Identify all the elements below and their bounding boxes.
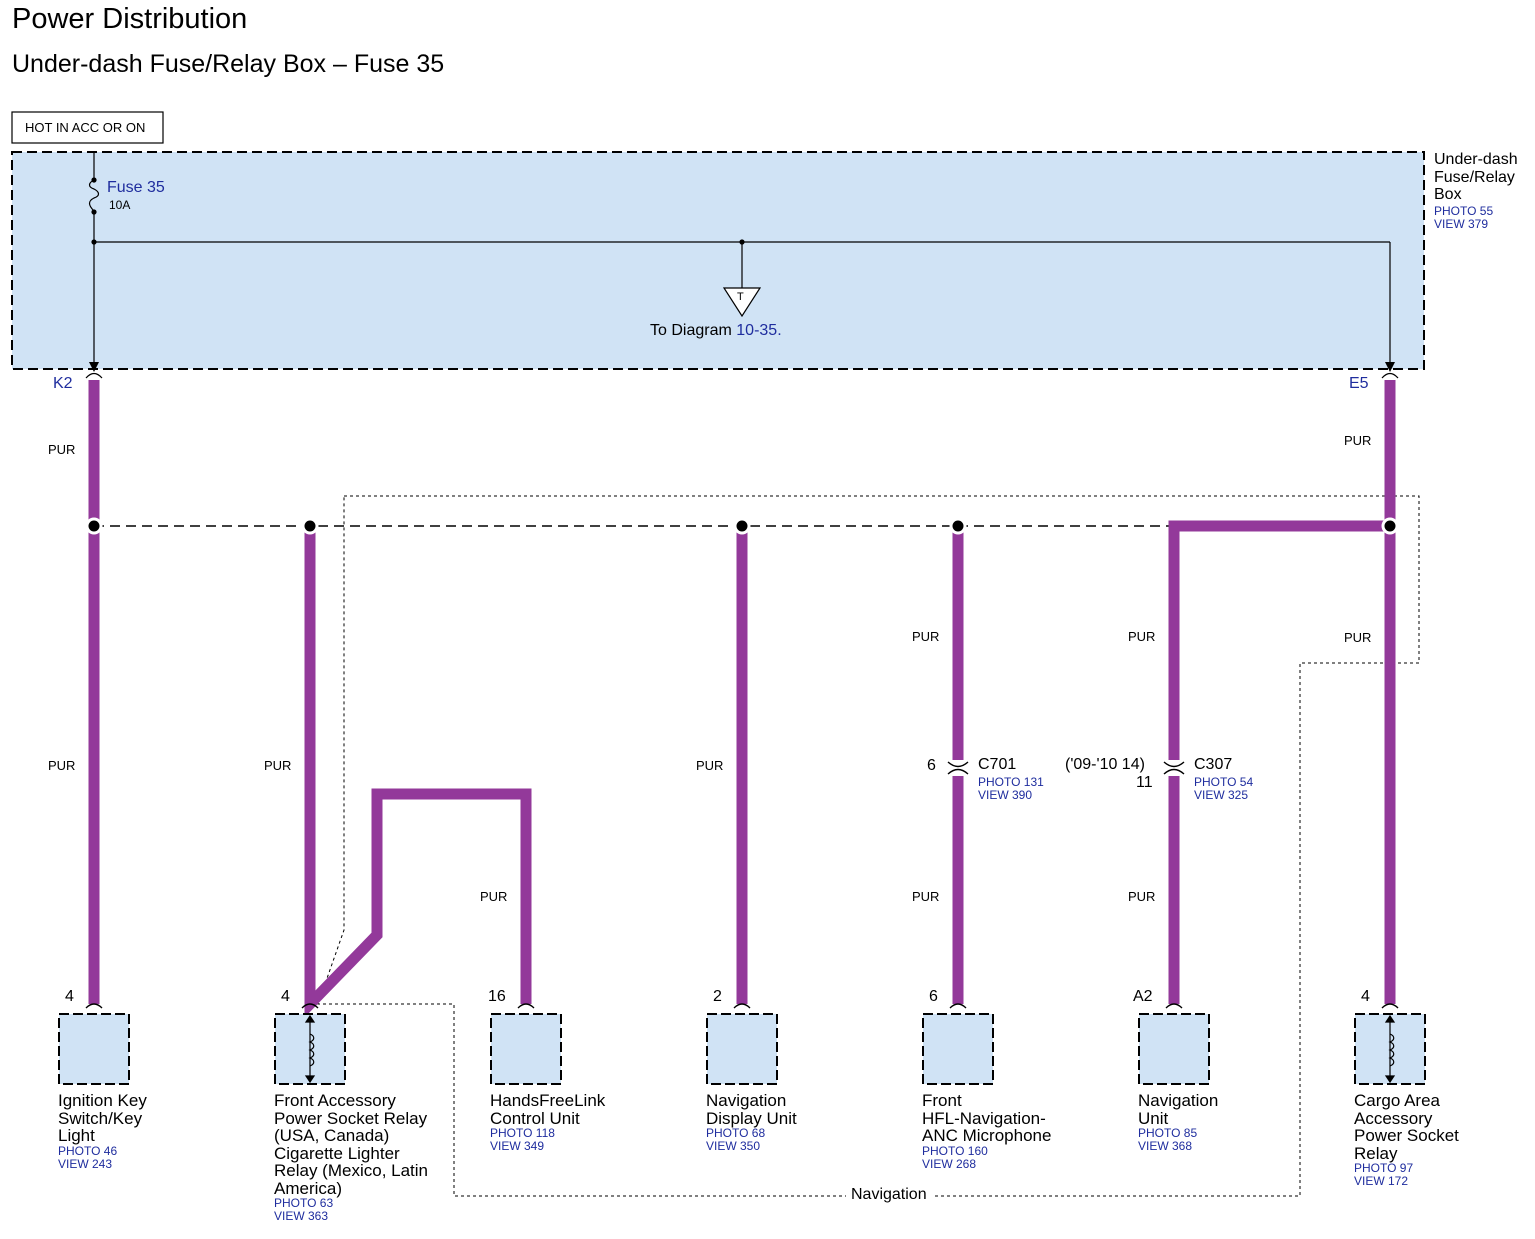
- component-pin: 6: [929, 988, 938, 1005]
- power-state-label: HOT IN ACC OR ON: [25, 120, 146, 135]
- navigation-option-outline: [317, 495, 1420, 1197]
- to-diagram-prefix: To Diagram: [650, 322, 732, 339]
- component-label-ignition: Ignition Key Switch/Key Light PHOTO 46 V…: [58, 1091, 147, 1171]
- to-diagram-label: To Diagram 10-35.: [650, 323, 782, 339]
- component-pin: 4: [65, 988, 74, 1005]
- fuse-symbol: [88, 179, 100, 212]
- pin-marks: [85, 1003, 1399, 1009]
- component-pin: A2: [1133, 988, 1153, 1005]
- component-pin: 4: [1361, 988, 1370, 1005]
- wire-color-label: PUR: [1344, 630, 1372, 645]
- terminal-k2: K2: [53, 375, 73, 392]
- wire-color-label: PUR: [912, 629, 940, 644]
- component-view-link[interactable]: VIEW 350: [706, 1139, 761, 1153]
- component-label-cargo: Cargo Area Accessory Power Socket Relay …: [1354, 1091, 1459, 1188]
- wire-color-label: PUR: [912, 889, 940, 904]
- diagram-link-triangle: [722, 287, 762, 318]
- inline-connectors: [947, 761, 1185, 775]
- terminal-e5: E5: [1349, 375, 1369, 392]
- wire-color-label: PUR: [48, 442, 76, 457]
- relay-coil-icon: [304, 1014, 1396, 1084]
- wire-front-accessory: [304, 526, 532, 1018]
- splice-points: [85, 517, 1399, 535]
- wire-color-label: PUR: [1128, 629, 1156, 644]
- fuse-box-photo-link[interactable]: PHOTO 55: [1434, 204, 1494, 218]
- c307-symbol: [1163, 761, 1185, 768]
- c701-pin: 6: [927, 757, 936, 774]
- wire-color-label: PUR: [480, 889, 508, 904]
- navigation-group-label: Navigation: [846, 1187, 932, 1203]
- component-box-ignition: [58, 1013, 130, 1085]
- component-label-nav-unit: Navigation Unit PHOTO 85 VIEW 368: [1138, 1091, 1219, 1153]
- component-label-handsfreelink: HandsFreeLink Control Unit PHOTO 118 VIE…: [490, 1091, 606, 1153]
- power-state-box: [11, 111, 164, 144]
- c307-view-link[interactable]: VIEW 325: [1194, 788, 1249, 802]
- diagram-link-tag: T: [737, 291, 744, 303]
- c701-view-link[interactable]: VIEW 390: [978, 788, 1033, 802]
- component-boxes: [58, 1013, 1426, 1085]
- component-photo-link[interactable]: PHOTO 68: [706, 1126, 766, 1140]
- component-view-link[interactable]: VIEW 363: [274, 1209, 329, 1223]
- component-pin: 16: [488, 988, 506, 1005]
- wire-color-label: PUR: [696, 758, 724, 773]
- component-box-nav-unit: [1138, 1013, 1210, 1085]
- fuse-name: Fuse 35: [107, 179, 165, 196]
- c701-id: C701: [978, 756, 1017, 773]
- c307-pin: 11: [1136, 774, 1153, 791]
- component-view-link[interactable]: VIEW 349: [490, 1139, 545, 1153]
- component-box-microphone: [922, 1013, 994, 1085]
- component-photo-link[interactable]: PHOTO 118: [490, 1126, 555, 1140]
- fuse-rating: 10A: [109, 198, 131, 212]
- component-view-link[interactable]: VIEW 368: [1138, 1139, 1193, 1153]
- wire-color-label: PUR: [1344, 433, 1372, 448]
- c307-note: ('09-'10 14): [1065, 756, 1145, 773]
- fuse-box-view-link[interactable]: VIEW 379: [1434, 217, 1489, 231]
- component-photo-link[interactable]: PHOTO 160: [922, 1143, 988, 1158]
- component-photo-link[interactable]: PHOTO 46: [58, 1143, 118, 1158]
- wires: [88, 380, 1396, 1018]
- component-photo-link[interactable]: PHOTO 63: [274, 1196, 334, 1210]
- wire-color-label: PUR: [264, 758, 292, 773]
- wire-color-label: PUR: [1128, 889, 1156, 904]
- c701-photo-link[interactable]: PHOTO 131: [978, 775, 1044, 789]
- component-view-link[interactable]: VIEW 243: [58, 1156, 113, 1171]
- component-photo-link[interactable]: PHOTO 97: [1354, 1161, 1414, 1175]
- c307-photo-link[interactable]: PHOTO 54: [1194, 775, 1254, 789]
- component-view-link[interactable]: VIEW 172: [1354, 1174, 1409, 1188]
- fuse-box: [11, 151, 1425, 370]
- component-box-handsfreelink: [490, 1013, 562, 1085]
- component-photo-link[interactable]: PHOTO 85: [1138, 1126, 1198, 1140]
- page-subtitle: Under-dash Fuse/Relay Box – Fuse 35: [12, 50, 445, 78]
- component-label-nav-display: Navigation Display Unit PHOTO 68 VIEW 35…: [706, 1091, 797, 1153]
- component-label-front-accessory: Front Accessory Power Socket Relay (USA,…: [274, 1091, 429, 1223]
- c307-id: C307: [1194, 756, 1233, 773]
- to-diagram-link[interactable]: 10-35.: [736, 322, 782, 339]
- wire-nav-unit-upper: [1168, 520, 1390, 760]
- component-view-link[interactable]: VIEW 268: [922, 1156, 977, 1171]
- component-label-microphone: Front HFL-Navigation- ANC Microphone PHO…: [922, 1091, 1052, 1171]
- component-box-nav-display: [706, 1013, 778, 1085]
- wire-color-label: PUR: [48, 758, 76, 773]
- c701-symbol: [947, 761, 969, 768]
- page-title: Power Distribution: [12, 3, 248, 35]
- component-pin: 4: [281, 988, 290, 1005]
- component-pin: 2: [713, 988, 722, 1005]
- fuse-box-name: Under-dash Fuse/Relay Box: [1434, 151, 1518, 203]
